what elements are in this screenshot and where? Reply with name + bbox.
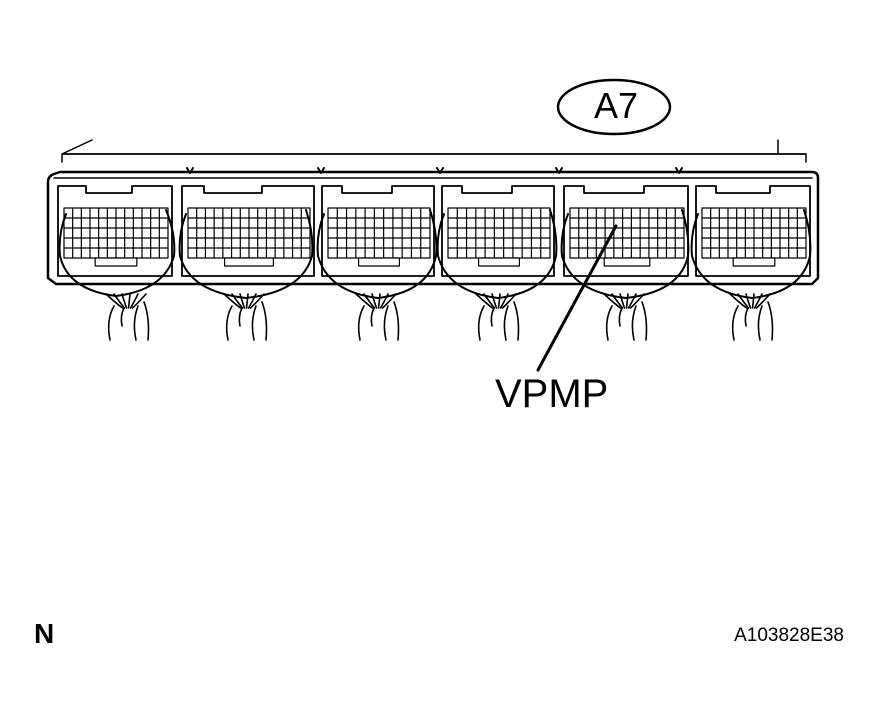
bracket-line [61,139,807,163]
wire-bundles [105,293,774,341]
pin-grid-section [63,207,169,267]
harness-covers [58,209,812,299]
pin-grid-section [569,207,685,267]
wire-bundle [355,293,400,341]
connector-id-oval [556,78,672,136]
pin-grid-section [327,207,431,267]
pin-callout-label: VPMP [495,372,609,416]
wire-bundle [223,293,268,341]
pin-grid-section [187,207,311,267]
wire-bundle [603,293,648,341]
wire-bundle [105,293,150,341]
pin-grids [63,207,807,267]
connector-body [46,170,820,286]
section-outlines [57,185,811,277]
pin-grid-section [701,207,807,267]
wire-bundle [729,293,774,341]
figure-id-label: A103828E38 [734,625,844,646]
callout-leader-line [536,224,618,372]
wire-bundle [475,293,520,341]
view-code-label: N [34,618,55,649]
connector-id-label: A7 [593,85,639,126]
top-ticks [186,167,683,174]
pin-grid-section [447,207,551,267]
